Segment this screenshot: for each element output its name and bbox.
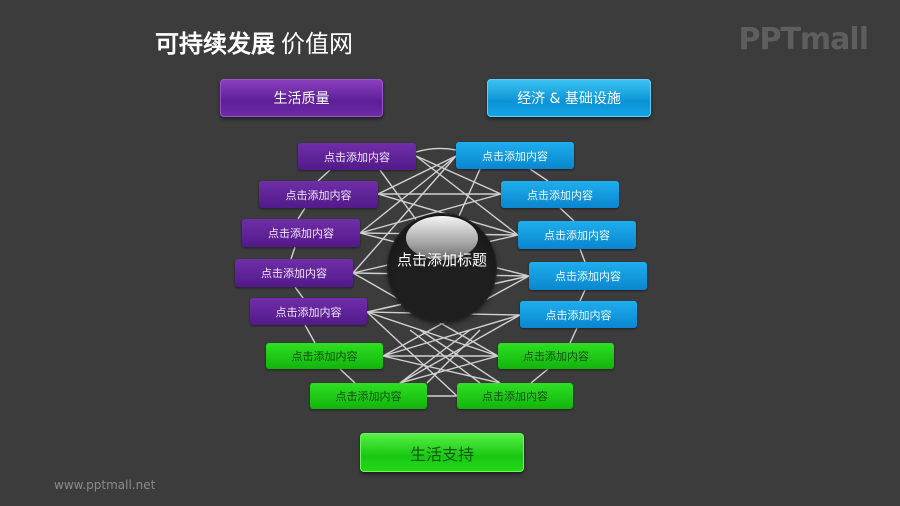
node-label: 点击添加内容 [482, 390, 548, 403]
node-green-1[interactable]: 点击添加内容 [266, 343, 383, 369]
node-purple-5[interactable]: 点击添加内容 [250, 298, 367, 325]
node-green-4[interactable]: 点击添加内容 [457, 383, 573, 409]
node-blue-2[interactable]: 点击添加内容 [501, 181, 619, 208]
title-main: 可持续发展 [155, 30, 275, 58]
category-label: 经济 & 基础设施 [517, 91, 621, 107]
node-label: 点击添加内容 [324, 150, 390, 164]
node-purple-2[interactable]: 点击添加内容 [259, 181, 378, 208]
footer-url: www.pptmall.net [54, 478, 156, 492]
node-label: 点击添加内容 [527, 188, 593, 202]
hub-title: 点击添加标题 [396, 251, 487, 269]
brand-logo: PPTmall [738, 22, 869, 57]
node-purple-3[interactable]: 点击添加内容 [242, 219, 360, 247]
title-sub: 价值网 [281, 30, 353, 58]
node-label: 点击添加内容 [268, 227, 334, 240]
node-label: 点击添加内容 [482, 149, 548, 163]
central-hub[interactable]: 点击添加标题 [388, 214, 496, 322]
node-green-3[interactable]: 点击添加内容 [310, 383, 427, 409]
node-label: 点击添加内容 [335, 390, 402, 403]
category-quality-of-life[interactable]: 生活质量 [220, 79, 383, 117]
node-blue-1[interactable]: 点击添加内容 [456, 142, 574, 169]
category-label: 生活支持 [409, 444, 474, 464]
node-label: 点击添加内容 [285, 188, 352, 202]
node-blue-3[interactable]: 点击添加内容 [518, 221, 636, 249]
category-economy-infrastructure[interactable]: 经济 & 基础设施 [487, 79, 651, 117]
node-purple-4[interactable]: 点击添加内容 [235, 259, 353, 287]
node-label: 点击添加内容 [545, 308, 612, 322]
node-green-2[interactable]: 点击添加内容 [498, 343, 614, 369]
node-label: 点击添加内容 [261, 267, 327, 280]
node-blue-4[interactable]: 点击添加内容 [529, 262, 647, 290]
node-label: 点击添加内容 [523, 350, 589, 363]
node-label: 点击添加内容 [555, 270, 621, 283]
node-blue-5[interactable]: 点击添加内容 [520, 301, 637, 328]
hub-highlight [406, 216, 478, 260]
page-title: 可持续发展价值网 [155, 24, 353, 59]
node-label: 点击添加内容 [544, 229, 610, 242]
node-purple-1[interactable]: 点击添加内容 [298, 143, 416, 170]
category-label: 生活质量 [273, 91, 330, 107]
node-label: 点击添加内容 [291, 350, 358, 363]
category-life-support[interactable]: 生活支持 [360, 433, 524, 472]
node-label: 点击添加内容 [275, 305, 342, 319]
